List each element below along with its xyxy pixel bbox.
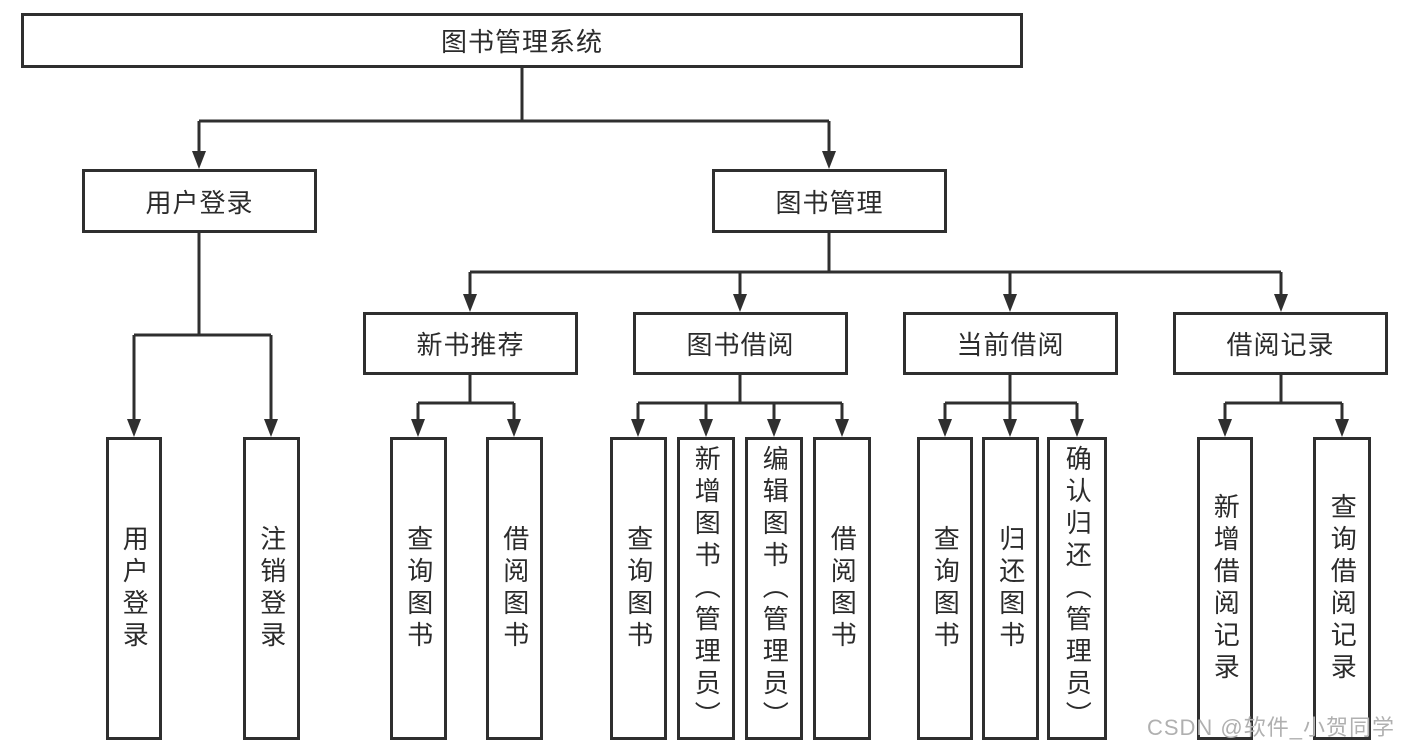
node-borrow-record: 借阅记录 [1173,312,1388,375]
arrowhead [1274,294,1288,312]
arrowhead [938,419,952,437]
edges-root [192,68,836,169]
node-cb-query-books: 查询图书 [917,437,973,740]
arrowhead [192,151,206,169]
node-br-add-record: 新增借阅记录 [1197,437,1253,740]
node-bb-add-books: 新增图书（管理员） [677,437,735,740]
node-cb-return-books-label: 归还图书 [995,524,1026,653]
node-book-management-label: 图书管理 [775,187,884,218]
arrowhead [1335,419,1349,437]
arrowhead [264,419,278,437]
node-book-management: 图书管理 [712,169,947,233]
node-borrow-record-label: 借阅记录 [1226,330,1335,360]
node-nbr-borrow-books: 借阅图书 [486,437,543,740]
edges-book-borrow [631,375,849,437]
node-cb-confirm-return-label: 确认归还（管理员） [1062,444,1093,733]
arrowhead [631,419,645,437]
node-br-add-record-label: 新增借阅记录 [1210,492,1241,685]
node-bb-edit-books: 编辑图书（管理员） [745,437,803,740]
arrowhead [507,419,521,437]
node-new-book-recommend-label: 新书推荐 [416,330,525,360]
arrowhead [733,294,747,312]
node-user-login-label: 用户登录 [119,524,150,653]
node-root: 图书管理系统 [21,13,1023,68]
node-current-borrow: 当前借阅 [903,312,1118,375]
node-bb-query-books-label: 查询图书 [623,524,654,653]
node-book-borrow-label: 图书借阅 [686,330,795,360]
node-current-borrow-label: 当前借阅 [956,330,1065,360]
node-nbr-borrow-books-label: 借阅图书 [499,524,530,653]
node-cb-confirm-return: 确认归还（管理员） [1047,437,1107,740]
node-cb-return-books: 归还图书 [982,437,1039,740]
edges-user-login-group [127,233,278,437]
edges-new-book-recommend [411,375,521,437]
node-bb-borrow-books: 借阅图书 [813,437,871,740]
node-bb-edit-books-label: 编辑图书（管理员） [759,444,790,733]
node-user-login-group: 用户登录 [82,169,317,233]
arrowhead [822,151,836,169]
node-logout-login-label: 注销登录 [256,524,287,653]
node-new-book-recommend: 新书推荐 [363,312,578,375]
edges-current-borrow [938,375,1084,437]
arrowhead [767,419,781,437]
edges-borrow-record [1218,375,1349,437]
node-cb-query-books-label: 查询图书 [930,524,961,653]
arrowhead [1070,419,1084,437]
node-user-login: 用户登录 [106,437,162,740]
node-bb-query-books: 查询图书 [610,437,667,740]
arrowhead [835,419,849,437]
arrowhead [463,294,477,312]
arrowhead [1218,419,1232,437]
node-bb-add-books-label: 新增图书（管理员） [691,444,722,733]
node-br-query-record: 查询借阅记录 [1313,437,1371,740]
node-br-query-record-label: 查询借阅记录 [1327,492,1358,685]
node-logout-login: 注销登录 [243,437,300,740]
node-user-login-group-label: 用户登录 [145,187,254,218]
arrowhead [699,419,713,437]
edges-book-management [463,233,1288,312]
node-nbr-query-books-label: 查询图书 [403,524,434,653]
arrowhead [411,419,425,437]
node-root-label: 图书管理系统 [440,27,603,57]
arrowhead [127,419,141,437]
node-book-borrow: 图书借阅 [633,312,848,375]
node-bb-borrow-books-label: 借阅图书 [827,524,858,653]
arrowhead [1003,419,1017,437]
node-nbr-query-books: 查询图书 [390,437,447,740]
arrowhead [1003,294,1017,312]
